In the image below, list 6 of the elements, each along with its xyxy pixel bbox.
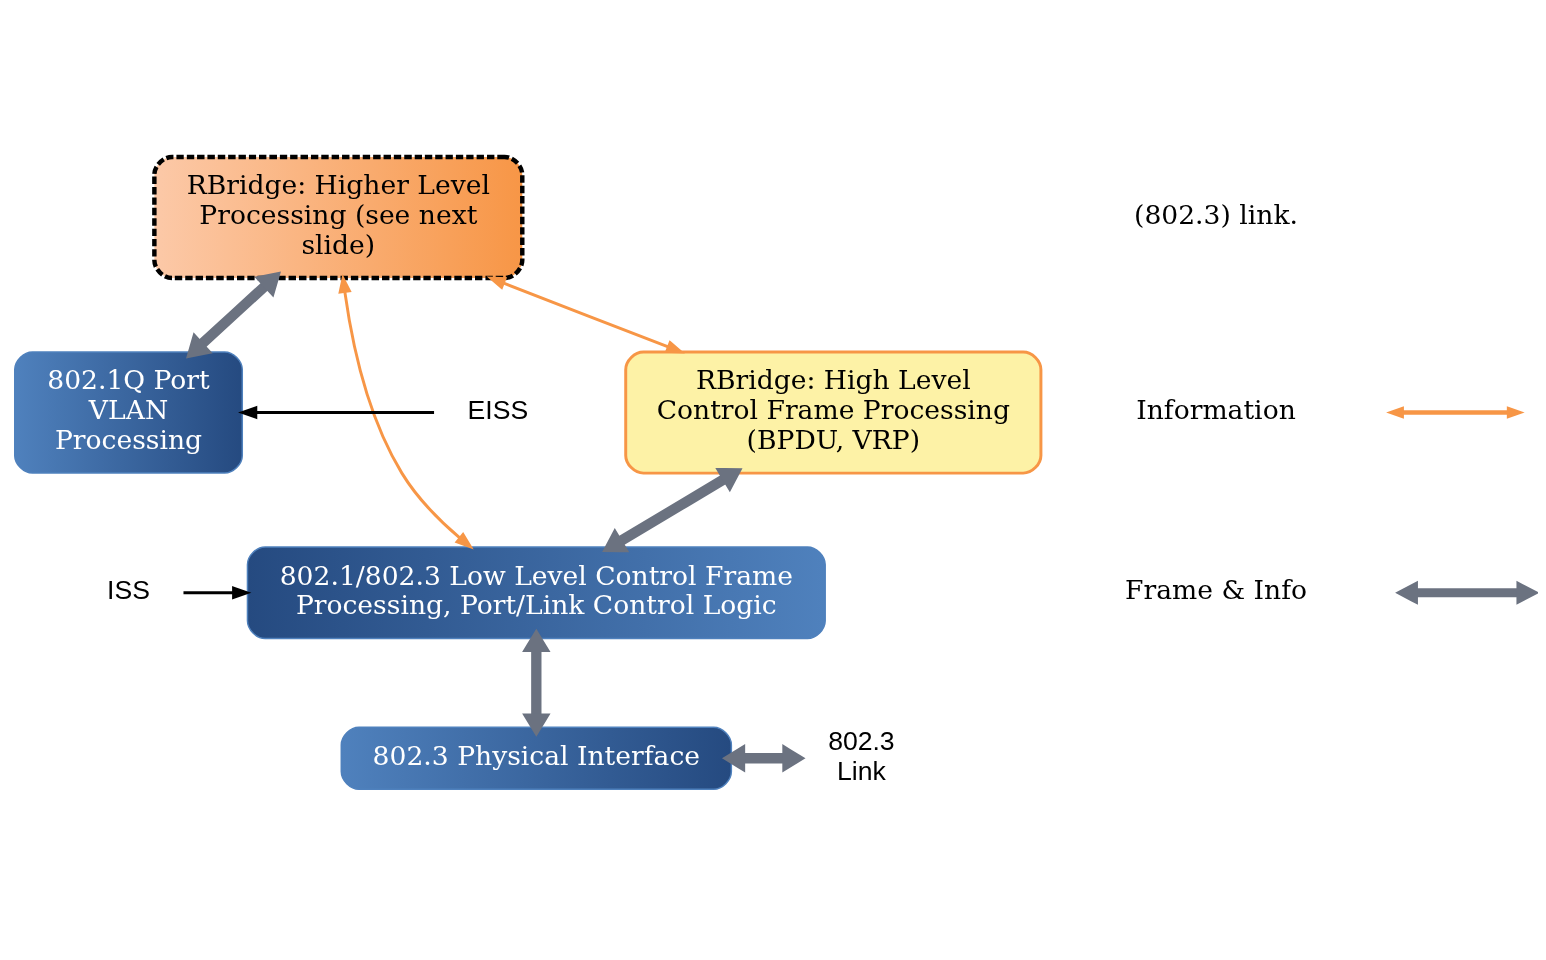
node-text: 802.3 Link: [828, 725, 895, 786]
node-text: EISS: [467, 394, 529, 425]
legend-label: Frame & Info: [1125, 573, 1307, 605]
legend-label: Information: [1136, 393, 1296, 425]
label: (802.3) link.: [1134, 198, 1298, 230]
node-text: ISS: [107, 574, 150, 605]
